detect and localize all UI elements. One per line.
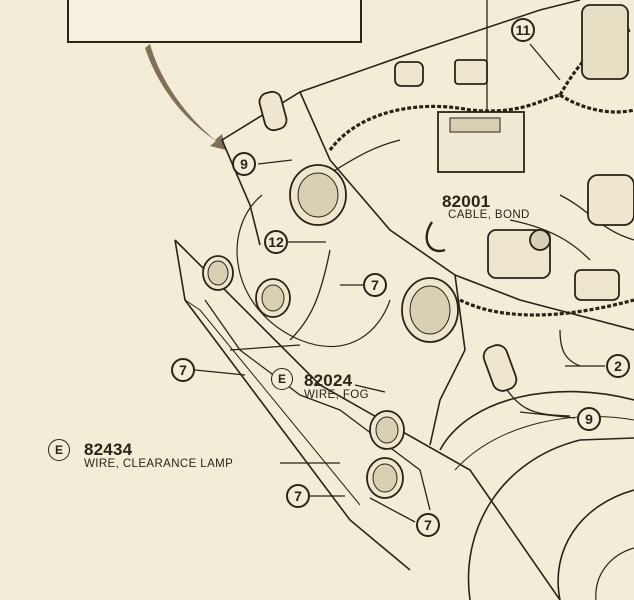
part-name-82434: WIRE, CLEARANCE LAMP (84, 458, 234, 470)
marker-lamp-side (482, 344, 518, 392)
main-harness (328, 93, 561, 151)
callout-12: 12 (264, 230, 288, 254)
wire-b (289, 249, 331, 341)
inset-box (67, 0, 362, 43)
headlight-upper (289, 164, 347, 226)
starter-motor (487, 229, 551, 279)
tire-inner (454, 416, 634, 471)
callout-9-upper: 9 (232, 152, 256, 176)
leader-7d (369, 497, 416, 523)
bumper-front (174, 239, 411, 571)
leader-9b (519, 411, 576, 419)
fog-lamp-right-upper (369, 410, 405, 450)
horn-relay (394, 59, 488, 87)
cab-front-edge (221, 139, 261, 246)
headlight-lower (401, 277, 459, 343)
part-number-82024: 82024 (304, 371, 353, 390)
harness-lower (459, 298, 634, 317)
leader-82024 (354, 384, 386, 393)
part-number-82001: 82001 (442, 192, 491, 211)
callout-7-upper: 7 (363, 273, 387, 297)
callout-7-bottom-left: 7 (286, 484, 310, 508)
wheel-hub (595, 547, 634, 600)
fog-lamp-center (255, 278, 291, 318)
inset-arrow (145, 44, 226, 150)
part-letter-82024: E (271, 368, 293, 390)
wire-g (509, 219, 591, 261)
callout-7-bottom-right: 7 (416, 513, 440, 537)
fender-edge (429, 274, 466, 446)
tire-face (467, 437, 634, 600)
leader-7b (194, 369, 246, 376)
fog-lamp-left (202, 255, 234, 291)
callout-9-lower: 9 (577, 407, 601, 431)
relay-box (437, 111, 525, 173)
hood-edge (299, 91, 634, 331)
callout-7-left: 7 (171, 358, 195, 382)
fog-lamp-right-lower (366, 457, 404, 499)
part-name-82001: CABLE, BOND (448, 209, 530, 221)
part-number-82434: 82434 (84, 440, 133, 459)
part-name-82024: WIRE, FOG (304, 389, 369, 401)
harness-right (559, 93, 634, 114)
callout-11: 11 (511, 18, 535, 42)
leader-11 (529, 43, 561, 81)
marker-lamp-top (258, 90, 288, 132)
wheel-rim (557, 489, 634, 600)
wire-e (559, 329, 581, 367)
tire-top (439, 390, 634, 451)
leader-9a (257, 159, 293, 165)
bumper-inner-line (184, 299, 361, 506)
connector-block (574, 4, 629, 301)
callout-2: 2 (606, 354, 630, 378)
bond-strap (425, 221, 446, 253)
harness-upper (558, 28, 631, 96)
clearance-wire (204, 299, 431, 511)
part-letter-82434: E (48, 439, 70, 461)
generator (587, 174, 634, 226)
wire-c (229, 344, 301, 351)
